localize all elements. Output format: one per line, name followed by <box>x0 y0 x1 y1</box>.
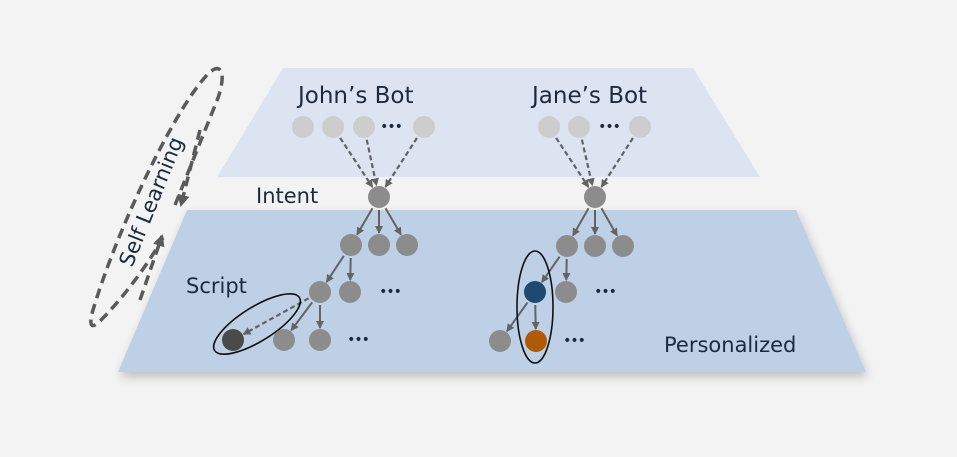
jane-level4-node-gray <box>489 330 511 352</box>
john-level3-node-gray <box>339 281 361 303</box>
self-learning-arrow-up-icon <box>138 234 165 301</box>
john-level4-node-gray <box>309 329 331 351</box>
john-level3-node-gray <box>309 281 331 303</box>
jane-level4-node-orange <box>525 330 547 352</box>
john-intent-node <box>368 186 390 208</box>
john-bot-nodes-ellipsis: ••• <box>380 119 402 135</box>
jane-tree-edge <box>600 207 618 237</box>
john-bot-to-intent-edge <box>339 137 374 188</box>
john-bot-node <box>353 116 375 138</box>
john-level2-node <box>396 234 418 256</box>
john-script-link-edge <box>242 297 310 336</box>
upper-panel-bots <box>217 68 760 177</box>
jane-level3-ellipsis: ••• <box>594 284 616 300</box>
ellipsis-marks: ••• ••• ••• ••• ••• ••• <box>347 119 621 349</box>
edges <box>242 137 634 336</box>
personalized-label: Personalized <box>664 333 796 357</box>
jane-bot-node <box>538 116 560 138</box>
janes-bot-title: Jane’s Bot <box>530 83 647 109</box>
jane-level4-ellipsis: ••• <box>563 333 585 349</box>
jane-level3-node-gray <box>555 281 577 303</box>
script-label: Script <box>186 274 247 298</box>
john-script-highlight <box>212 293 302 355</box>
nodes <box>222 116 651 352</box>
jane-bot-to-intent-edge <box>555 137 590 188</box>
jane-level3-node-blue <box>524 281 546 303</box>
self-learning-ellipse <box>89 66 224 328</box>
johns-bot-title: John’s Bot <box>296 83 413 109</box>
jane-intent-node <box>584 186 606 208</box>
jane-bot-nodes-ellipsis: ••• <box>598 119 620 135</box>
jane-bot-node <box>568 116 590 138</box>
jane-tree-edge <box>572 207 590 237</box>
jane-bot-node <box>629 116 651 138</box>
john-tree-edge <box>325 255 345 283</box>
john-tree-edge <box>384 207 402 236</box>
lower-panel-personalized <box>118 210 866 372</box>
john-bot-node <box>322 116 344 138</box>
john-level4-node-dark <box>222 329 244 351</box>
jane-level2-node <box>556 235 578 257</box>
self-learning-arrow-down-icon <box>177 129 202 207</box>
john-bot-node <box>292 116 314 138</box>
john-level2-node <box>368 234 390 256</box>
jane-bot-to-intent-edge <box>600 137 634 188</box>
jane-level2-node <box>584 235 606 257</box>
john-tree-edge <box>290 301 314 332</box>
jane-script-highlight <box>516 250 554 364</box>
jane-level2-node <box>612 235 634 257</box>
john-level3-ellipsis: ••• <box>379 284 401 300</box>
jane-tree-edge <box>541 256 561 283</box>
john-level2-node <box>340 234 362 256</box>
john-level4-node-gray <box>273 329 295 351</box>
intent-label: Intent <box>256 184 318 208</box>
john-bot-to-intent-edge <box>384 137 418 188</box>
john-bot-node <box>413 116 435 138</box>
john-tree-edge <box>356 207 374 236</box>
john-level4-ellipsis: ••• <box>347 332 369 348</box>
